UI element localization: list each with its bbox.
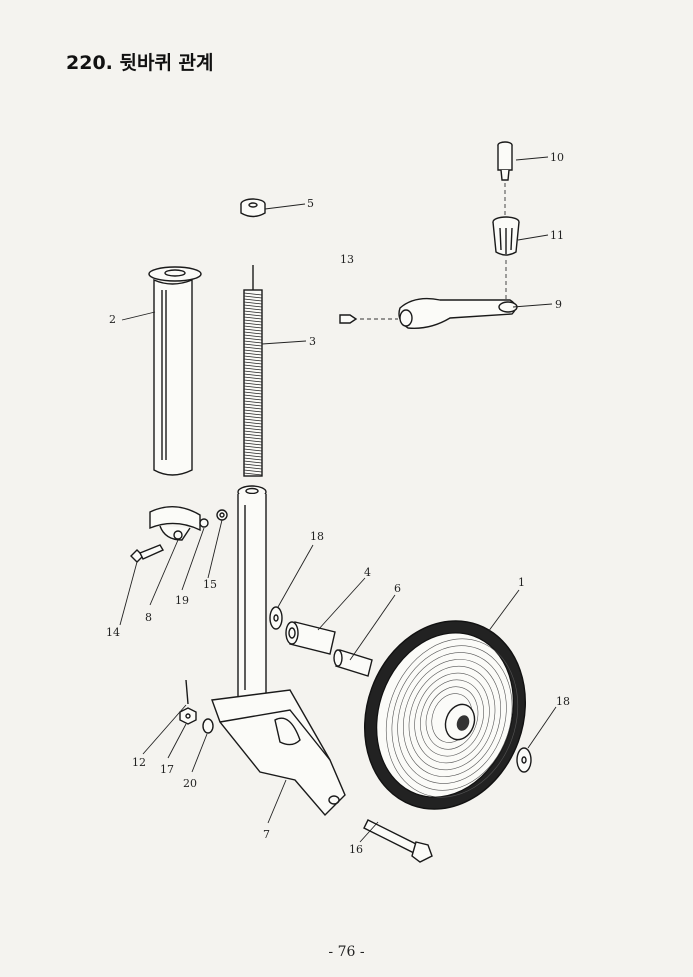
part-18-washer-right [516, 747, 532, 773]
callout-3: 3 [309, 335, 316, 348]
part-18-washer-left [269, 606, 283, 630]
callout-5: 5 [307, 197, 314, 210]
callout-7: 7 [263, 828, 270, 841]
page-number: - 76 - [328, 944, 365, 960]
part-15-nut [216, 509, 228, 521]
callout-8: 8 [145, 611, 152, 624]
callout-15: 15 [203, 578, 217, 591]
callout-14: 14 [106, 626, 120, 639]
callout-16: 16 [349, 843, 363, 856]
callout-10: 10 [550, 151, 564, 164]
part-8-clamp [149, 506, 201, 541]
part-17-nut [179, 707, 197, 725]
part-3-threaded-rod [243, 265, 263, 477]
callout-4: 4 [364, 566, 371, 579]
callout-18-right: 18 [556, 695, 570, 708]
callout-19: 19 [175, 594, 189, 607]
callout-11: 11 [550, 229, 564, 242]
part-12-pin [185, 679, 189, 705]
callout-1: 1 [518, 576, 525, 589]
callout-labels: 1 2 3 4 5 6 7 8 9 10 11 12 13 14 15 16 1… [106, 151, 570, 856]
part-7-post-and-fork [211, 485, 346, 817]
part-5-nut [240, 198, 266, 218]
callout-18-left: 18 [310, 530, 324, 543]
part-11-knob [492, 216, 520, 256]
leader-lines [119, 156, 557, 843]
part-20-washer [202, 718, 214, 734]
callout-13: 13 [340, 253, 354, 266]
callout-17: 17 [160, 763, 174, 776]
part-16-axle-bolt [363, 819, 433, 863]
part-6-spacer [333, 649, 373, 677]
part-10-shoulder-screw [497, 141, 513, 181]
part-9-crank-handle [339, 297, 518, 329]
callout-9: 9 [555, 298, 562, 311]
part-19-washer [199, 518, 209, 528]
callout-12: 12 [132, 756, 146, 769]
callout-6: 6 [394, 582, 401, 595]
callout-20: 20 [183, 777, 197, 790]
page-title: 220. 뒷바퀴 관계 [66, 52, 214, 74]
part-4-bushing [285, 621, 336, 655]
callout-2: 2 [109, 313, 116, 326]
part-2-tube [148, 266, 202, 476]
part-14-bolt [130, 544, 165, 563]
part-1-wheel [363, 620, 527, 810]
